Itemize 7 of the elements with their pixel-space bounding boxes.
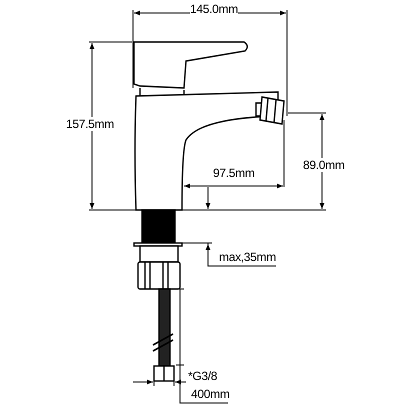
dimension-label: 97.5mm <box>213 166 255 180</box>
dimension-label: 400mm <box>191 387 230 401</box>
dimension-label: 157.5mm <box>66 117 114 131</box>
dimension-label: max,35mm <box>219 250 276 264</box>
dimension-label: *G3/8 <box>188 369 218 383</box>
dimension-label: 89.0mm <box>303 158 345 172</box>
dimension-label: 145.0mm <box>190 2 238 16</box>
